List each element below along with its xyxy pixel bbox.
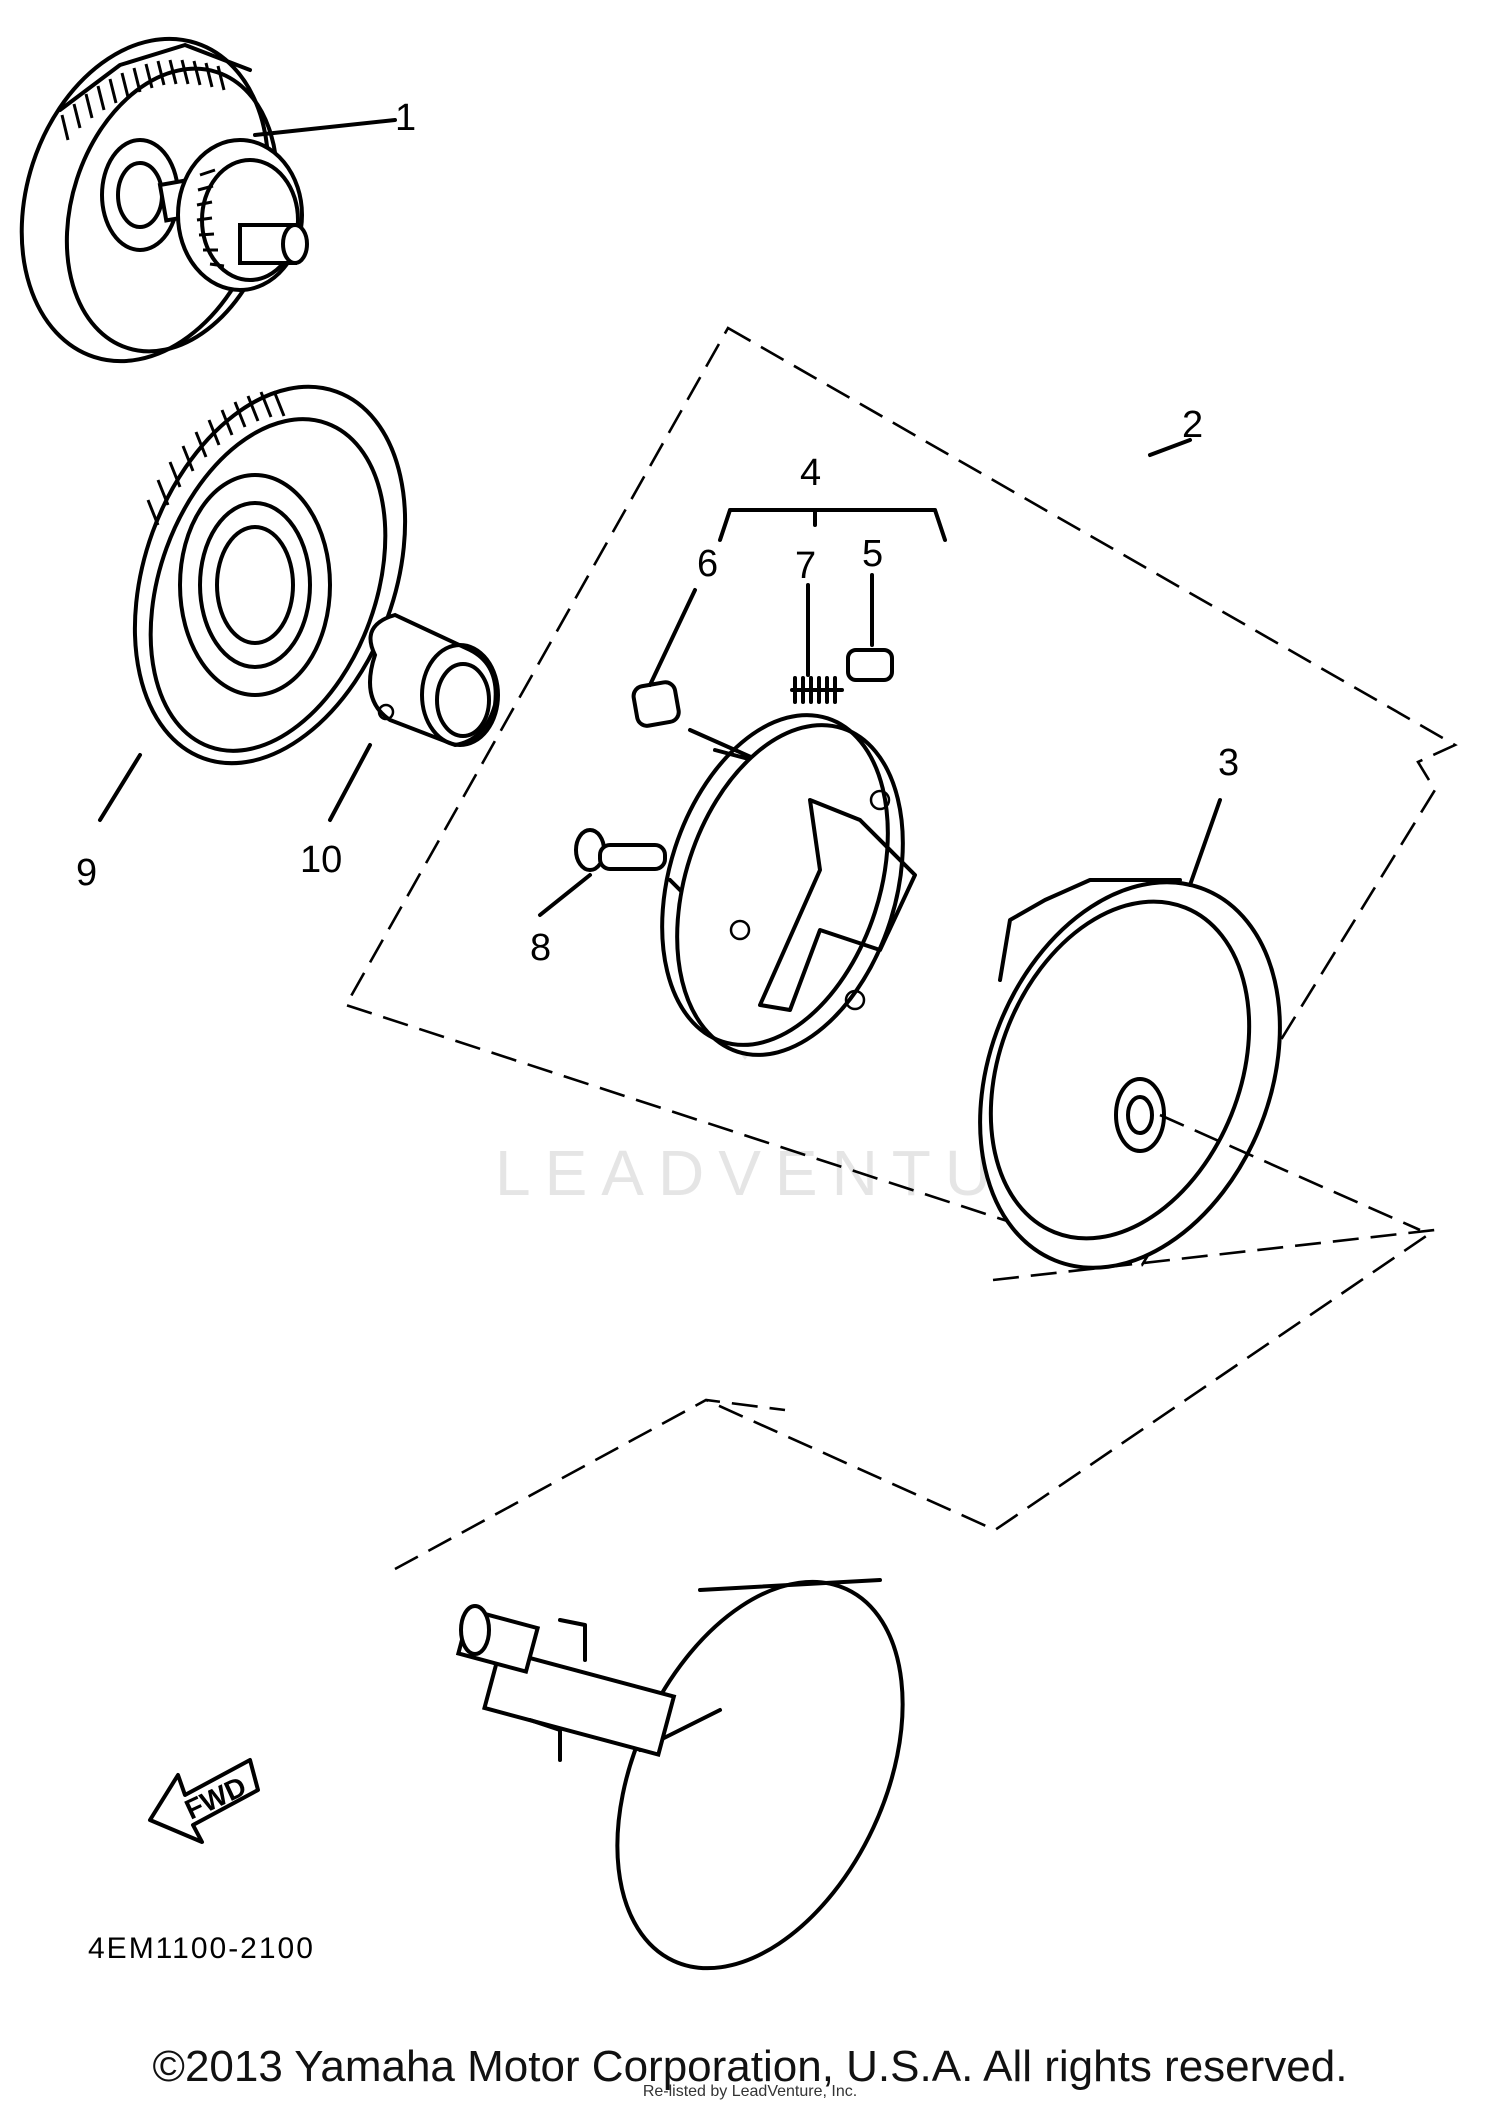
group-4-bracket (718, 508, 947, 542)
part-3-housing (978, 798, 1421, 1270)
part-5-plunger (846, 573, 894, 682)
lower-connector (705, 1228, 1436, 1532)
starter-clutch-plate (660, 713, 917, 1057)
callout-4: 4 (800, 452, 821, 494)
callout-7: 7 (795, 545, 816, 587)
callout-8: 8 (530, 927, 551, 969)
callout-1: 1 (395, 97, 416, 139)
part-8-bolt (538, 828, 692, 917)
diagram-code: 4EM1100-2100 (88, 1932, 315, 1965)
assembly-2-outline (344, 326, 1458, 1267)
part-6-roller (631, 588, 697, 728)
callout-6: 6 (697, 543, 718, 585)
callout-3: 3 (1218, 742, 1239, 784)
callout-5: 5 (862, 533, 883, 575)
reseller-note: Re-listed by LeadVenture, Inc. (642, 2083, 858, 2100)
fwd-arrow-icon: FWD (148, 1758, 260, 1844)
callout-9: 9 (76, 852, 97, 894)
leader-2 (1148, 438, 1192, 457)
copyright-notice: ©2013 Yamaha Motor Corporation, U.S.A. A… (152, 2042, 1348, 2091)
part-9-large-gear (98, 384, 408, 822)
part-1-gear-assembly (19, 36, 397, 364)
part-10-collar (328, 612, 500, 822)
part-7-spring (790, 583, 844, 704)
crankshaft-assembly (455, 1578, 905, 1971)
callout-2: 2 (1182, 404, 1203, 446)
callout-10: 10 (300, 839, 342, 881)
